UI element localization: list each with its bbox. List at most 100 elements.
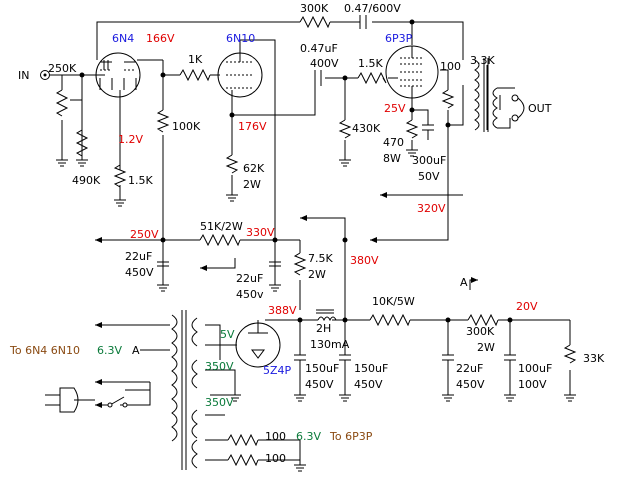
label-350v-b: 350V: [205, 396, 234, 409]
grounds: [56, 149, 576, 472]
label-380v: 380V: [350, 254, 379, 267]
ground-icon: [294, 464, 306, 472]
power-switch: [107, 396, 128, 408]
label-047-v: 400V: [310, 57, 339, 70]
resistor-1-5k-b: [357, 71, 387, 85]
label-388v: 388V: [268, 304, 297, 317]
junctions: [79, 19, 513, 323]
label-150uf-a-v: 450V: [305, 378, 334, 391]
label-1-5k-a: 1.5K: [128, 174, 153, 187]
capacitor-22uf-b: [269, 261, 281, 267]
label-6n10: 6N10: [226, 32, 255, 45]
resistor-51k: [199, 233, 241, 247]
label-62k-w: 2W: [243, 178, 261, 191]
label-250v: 250V: [130, 228, 159, 241]
label-51k: 51K/2W: [200, 220, 243, 233]
resistor-100k: [156, 109, 170, 133]
capacitors: [157, 15, 516, 361]
resistor-62k: [225, 154, 239, 174]
label-1-5k-b: 1.5K: [358, 57, 383, 70]
ground-icon: [504, 394, 516, 402]
label-a-left: A: [132, 344, 140, 357]
label-150uf-b: 150uF: [354, 362, 388, 375]
capacitor-300uf: [422, 124, 434, 131]
label-out: OUT: [528, 102, 552, 115]
resistor-100: [441, 89, 455, 109]
ground-icon: [114, 199, 126, 207]
resistors: [55, 15, 577, 467]
label-100uf-v: 100V: [518, 378, 547, 391]
capacitor-150uf-b: [339, 354, 351, 361]
choke: [316, 309, 337, 322]
label-470-w: 8W: [383, 152, 401, 165]
labels: IN 250K 490K 1.5K 6N4 166V 1.2V 1K 100K …: [9, 2, 605, 465]
label-6-3v-b: 6.3V: [296, 430, 321, 443]
label-22uf-b: 22uF: [236, 272, 263, 285]
resistor-10k: [369, 313, 411, 327]
label-62k: 62K: [243, 162, 265, 175]
label-300k-b: 300K: [466, 325, 495, 338]
label-300k-b-w: 2W: [477, 341, 495, 354]
tube-6n10: [217, 52, 263, 98]
label-150uf-a: 150uF: [305, 362, 339, 375]
label-22uf-b-v: 450v: [236, 288, 264, 301]
mains-plug: [45, 387, 95, 413]
label-22uf-c: 22uF: [456, 362, 483, 375]
label-350v-a: 350V: [205, 360, 234, 373]
ground-icon: [56, 159, 68, 167]
label-300k-top: 300K: [300, 2, 329, 15]
label-100: 100: [440, 60, 461, 73]
ground-icon: [339, 394, 351, 402]
power-transformer: [171, 310, 198, 470]
resistor-100-a: [227, 433, 259, 447]
ground-icon: [76, 159, 88, 167]
resistor-1k: [179, 68, 211, 82]
ground-icon: [564, 394, 576, 402]
label-to-6n4: To 6N4 6N10: [9, 344, 80, 357]
input-jack: [40, 70, 50, 80]
resistor-300k-top: [299, 15, 331, 29]
tube-5z4p: [235, 320, 281, 368]
label-100-a: 100: [265, 430, 286, 443]
label-to-6p3p: To 6P3P: [329, 430, 373, 443]
label-22uf-a-v: 450V: [125, 266, 154, 279]
label-250k: 250K: [48, 62, 77, 75]
tube-6p3p: [385, 45, 439, 99]
label-20v: 20V: [516, 300, 538, 313]
label-10k: 10K/5W: [372, 295, 415, 308]
supply-arrows: [95, 192, 478, 408]
capacitor-22uf-a: [157, 261, 169, 267]
label-2h: 2H: [316, 322, 331, 335]
ground-icon: [442, 394, 454, 402]
resistor-250k: [55, 89, 69, 117]
capacitor-100uf: [504, 354, 516, 361]
ground-icon: [229, 394, 241, 402]
label-7-5k-w: 2W: [308, 268, 326, 281]
label-176v: 176V: [238, 120, 267, 133]
label-5v: 5V: [220, 328, 235, 341]
label-6n4: 6N4: [112, 32, 134, 45]
resistor-490k: [75, 129, 89, 157]
label-300uf-v: 50V: [418, 170, 440, 183]
label-100uf: 100uF: [518, 362, 552, 375]
ground-icon: [339, 159, 351, 167]
resistor-33k: [563, 344, 577, 364]
label-3-3k: 3.3K: [470, 54, 495, 67]
label-490k: 490K: [72, 174, 101, 187]
label-047-top: 0.47/600V: [344, 2, 401, 15]
wiring: [49, 21, 571, 465]
capacitor-22uf-c: [442, 354, 454, 361]
label-100k: 100K: [172, 120, 201, 133]
label-430k: 430K: [352, 122, 381, 135]
label-166v: 166V: [146, 32, 175, 45]
label-a-top: A: [460, 276, 468, 289]
ground-icon: [294, 394, 306, 402]
label-5z4p: 5Z4P: [263, 364, 292, 377]
label-25v: 25V: [384, 102, 406, 115]
capacitor-150uf-a: [294, 354, 306, 361]
label-300uf: 300uF: [412, 154, 446, 167]
label-7-5k: 7.5K: [308, 252, 333, 265]
label-6p3p: 6P3P: [385, 32, 413, 45]
capacitor-047-top: [359, 15, 367, 29]
